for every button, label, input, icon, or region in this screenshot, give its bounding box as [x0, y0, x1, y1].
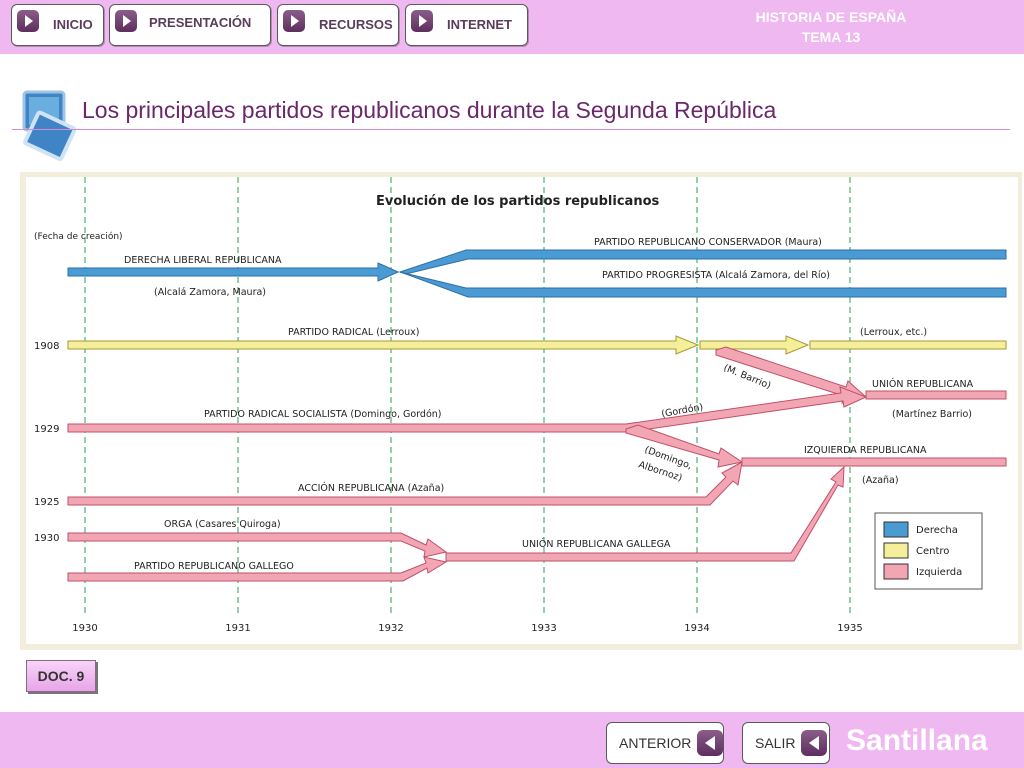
anterior-button[interactable]: ANTERIOR — [606, 722, 724, 764]
label-orga: ORGA (Casares Quiroga) — [164, 519, 281, 530]
legend-label-derecha: Derecha — [916, 525, 958, 536]
label-progresista: PARTIDO PROGRESISTA (Alcalá Zamora, del … — [602, 270, 830, 281]
legend-swatch-centro — [883, 542, 909, 559]
course-topic: TEMA 13 — [801, 29, 861, 45]
presentacion-button[interactable]: PRESENTACIÓN — [109, 4, 271, 46]
diagram-title: Evolución de los partidos republicanos — [376, 194, 660, 209]
label-derecha-liberal-leaders: (Alcalá Zamora, Maura) — [154, 287, 266, 298]
legend-swatch-derecha — [883, 521, 909, 538]
label-conservador: PARTIDO REPUBLICANO CONSERVADOR (Maura) — [594, 237, 822, 248]
legend-label-izquierda: Izquierda — [916, 567, 962, 578]
arrow-derecha-liberal — [67, 262, 400, 282]
label-radical: PARTIDO RADICAL (Lerroux) — [288, 327, 420, 338]
arrow-radical-socialista — [67, 386, 868, 433]
creation-year-1908: 1908 — [34, 341, 59, 352]
label-martinez-barrio: (Martínez Barrio) — [892, 409, 972, 420]
internet-label: INTERNET — [447, 17, 512, 32]
arrow-radical — [67, 335, 700, 355]
bar-lerroux-etc — [809, 340, 1007, 350]
play-arrow-icon — [283, 10, 305, 32]
label-accion-republicana: ACCIÓN REPUBLICANA (Azaña) — [298, 482, 444, 494]
back-arrow-icon — [801, 730, 828, 756]
axis-year-1934: 1934 — [684, 623, 709, 634]
document-stack-icon — [22, 90, 76, 162]
play-arrow-icon — [115, 10, 137, 32]
internet-button[interactable]: INTERNET — [405, 4, 528, 46]
recursos-label: RECURSOS — [319, 17, 393, 32]
title-divider — [12, 129, 1010, 130]
creation-year-1929: 1929 — [34, 424, 59, 435]
doc-badge[interactable]: DOC. 9 — [26, 660, 96, 692]
back-arrow-icon — [697, 730, 724, 756]
label-union-gallega: UNIÓN REPUBLICANA GALLEGA — [522, 538, 671, 550]
arrow-partido-gallego — [67, 556, 448, 582]
label-azana: (Azaña) — [862, 475, 899, 486]
bar-union-republicana — [865, 390, 1007, 400]
arrow-radical-continuation — [699, 335, 810, 355]
play-arrow-icon — [411, 10, 433, 32]
label-partido-gallego: PARTIDO REPUBLICANO GALLEGO — [134, 561, 294, 572]
play-arrow-icon — [17, 10, 39, 32]
course-header: HISTORIA DE ESPAÑA TEMA 13 — [716, 7, 946, 47]
label-radical-socialista: PARTIDO RADICAL SOCIALISTA (Domingo, Gor… — [204, 409, 442, 420]
legend-swatch-izquierda — [883, 563, 909, 580]
arrow-orga — [67, 532, 448, 558]
label-union-republicana: UNIÓN REPUBLICANA — [872, 378, 974, 390]
diagram-canvas: Evolución de los partidos republicanos (… — [34, 177, 1007, 634]
label-derecha-liberal: DERECHA LIBERAL REPUBLICANA — [124, 255, 282, 266]
axis-year-1933: 1933 — [531, 623, 556, 634]
axis-year-1935: 1935 — [837, 623, 862, 634]
salir-button[interactable]: SALIR — [742, 722, 830, 764]
course-title: HISTORIA DE ESPAÑA — [755, 9, 907, 25]
fecha-creacion-label: (Fecha de creación) — [34, 231, 123, 242]
arrow-progresista — [399, 271, 1007, 298]
label-lerroux-etc: (Lerroux, etc.) — [860, 327, 927, 338]
page-title: Los principales partidos republicanos du… — [82, 97, 777, 123]
axis-year-1932: 1932 — [378, 623, 403, 634]
axis-year-1931: 1931 — [225, 623, 250, 634]
legend-label-centro: Centro — [916, 546, 949, 557]
bottom-bar — [0, 712, 1024, 768]
brand-logo-text: Santillana — [846, 724, 988, 757]
inicio-button[interactable]: INICIO — [11, 4, 104, 46]
recursos-button[interactable]: RECURSOS — [277, 4, 399, 46]
creation-year-1925: 1925 — [34, 497, 59, 508]
inicio-label: INICIO — [53, 17, 93, 32]
arrow-union-gallega — [445, 465, 845, 562]
legend: Derecha Centro Izquierda — [874, 512, 983, 590]
creation-year-1930: 1930 — [34, 533, 59, 544]
label-izquierda-republicana: IZQUIERDA REPUBLICANA — [804, 445, 927, 456]
party-evolution-diagram: Evolución de los partidos republicanos (… — [26, 177, 1018, 644]
bar-izquierda-republicana — [741, 457, 1007, 467]
salir-label: SALIR — [755, 735, 796, 751]
presentacion-label: PRESENTACIÓN — [149, 15, 252, 30]
arrow-accion-republicana — [67, 461, 743, 506]
axis-year-1930: 1930 — [72, 623, 97, 634]
anterior-label: ANTERIOR — [619, 735, 692, 751]
